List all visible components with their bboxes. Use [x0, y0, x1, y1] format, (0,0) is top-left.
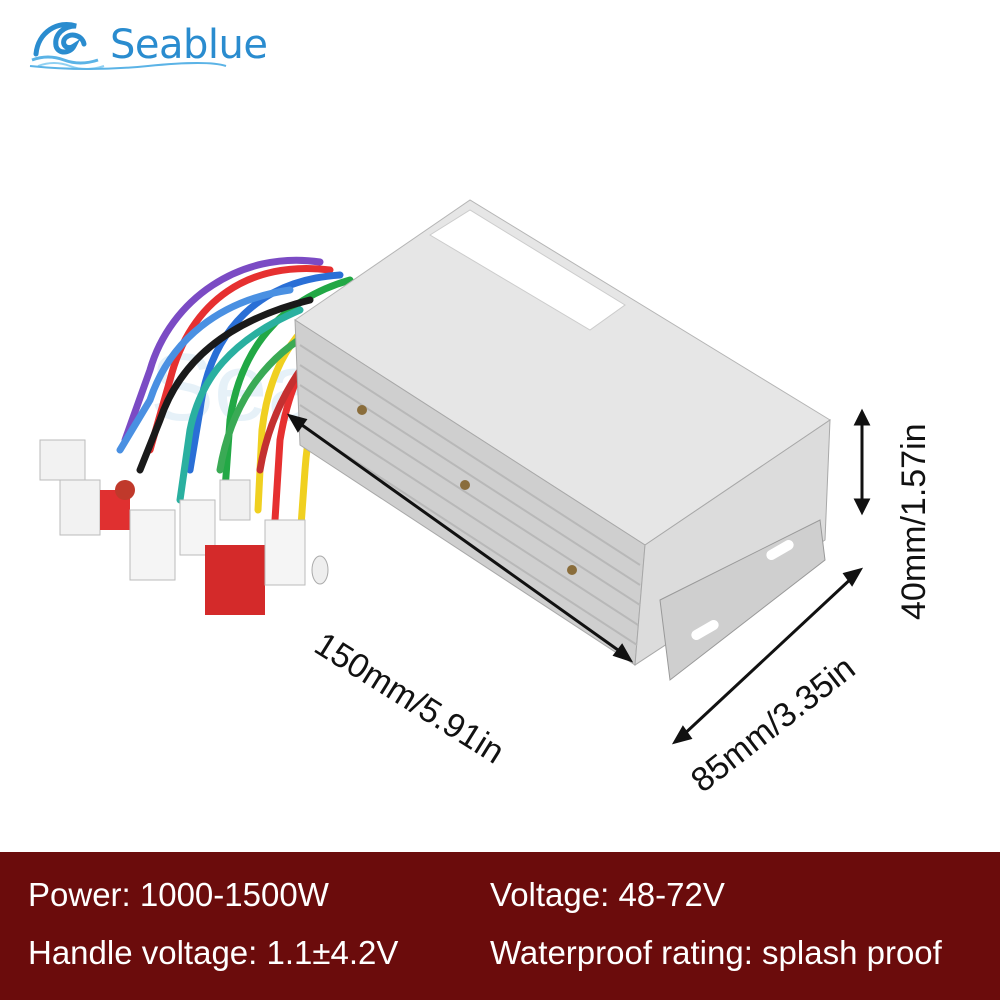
brand-underline [29, 62, 227, 70]
spec-banner: Power: 1000-1500W Voltage: 48-72V Handle… [0, 852, 1000, 1000]
connectors [39, 439, 329, 615]
waterproof-spec: Waterproof rating: splash proof [490, 934, 942, 971]
voltage-spec: Voltage: 48-72V [490, 876, 725, 913]
brand-logo: Seablue [28, 10, 268, 70]
controller-box [294, 199, 831, 681]
brand-name: Seablue [110, 22, 268, 68]
mount-slot [766, 540, 794, 560]
handle-voltage-spec: Handle voltage: 1.1±4.2V [28, 934, 399, 971]
mount-slot [691, 620, 719, 640]
dimension-arrows [286, 408, 871, 745]
power-spec: Power: 1000-1500W [28, 876, 329, 913]
product-illustration: Seablue [0, 80, 1000, 860]
height-dimension-label: 40mm/1.57in [895, 423, 933, 620]
